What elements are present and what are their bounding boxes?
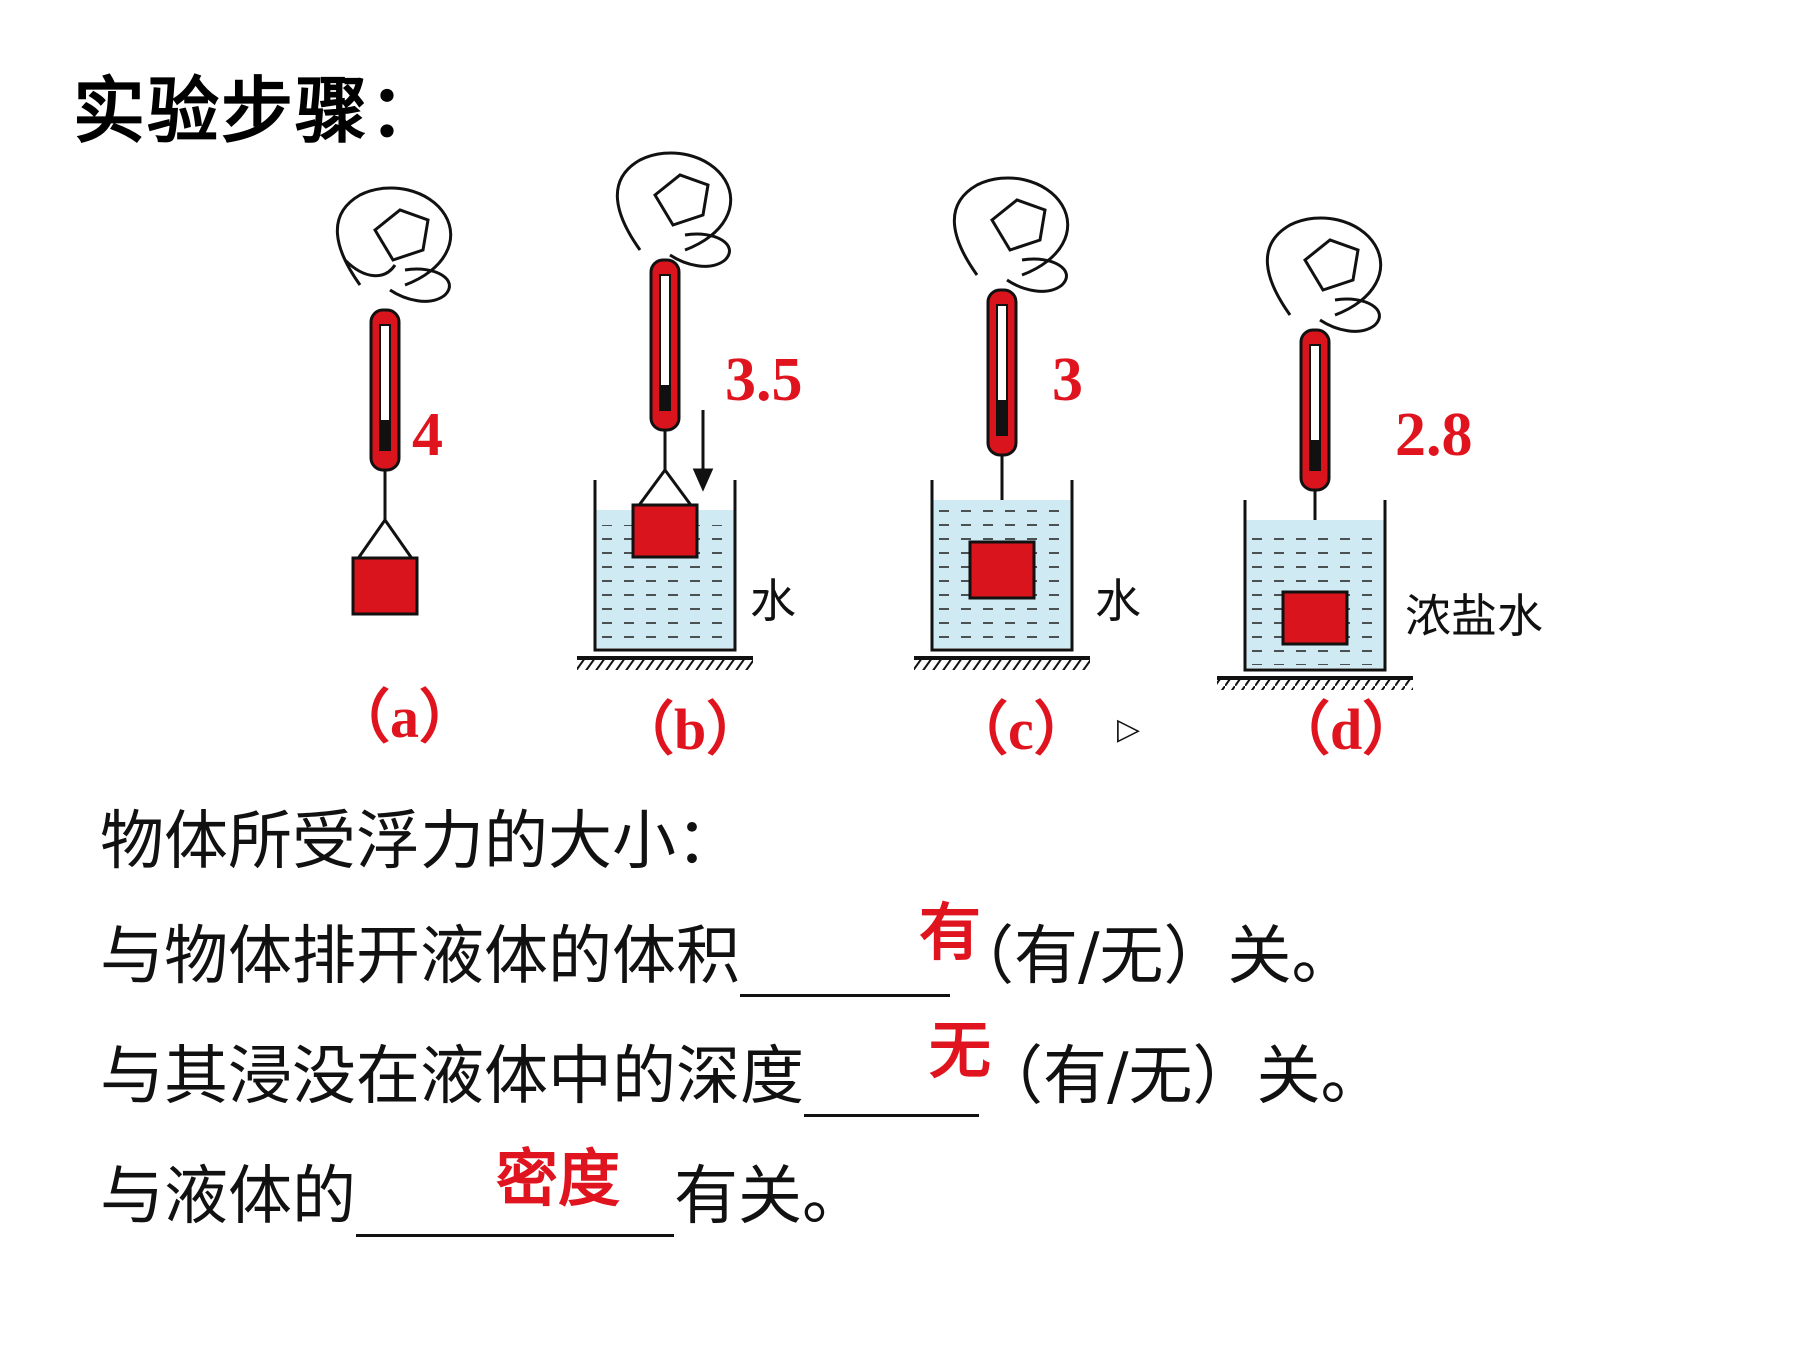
line2-suffix: （有/无）关。 bbox=[979, 1040, 1385, 1114]
spring-scale-icon bbox=[635, 258, 695, 509]
answer-blank-3 bbox=[356, 1160, 674, 1237]
liquid-label-d: 浓盐水 bbox=[1405, 589, 1543, 643]
conclusion-line-1: 与物体排开液体的体积 （有/无）关。 bbox=[100, 905, 1356, 997]
setup-a bbox=[335, 186, 453, 616]
reading-b: 3.5 bbox=[725, 346, 803, 414]
answer-1: 有 bbox=[918, 896, 981, 969]
block-icon bbox=[351, 556, 419, 616]
line2-prefix: 与其浸没在液体中的深度 bbox=[100, 1040, 804, 1114]
reading-c: 3 bbox=[1052, 346, 1083, 414]
spring-scale-icon bbox=[1285, 328, 1345, 596]
answer-blank-2 bbox=[804, 1040, 979, 1117]
line1-prefix: 与物体排开液体的体积 bbox=[100, 920, 740, 994]
block-icon bbox=[631, 503, 699, 559]
setup-d bbox=[1217, 216, 1413, 690]
line1-suffix: （有/无）关。 bbox=[950, 920, 1356, 994]
reading-a: 4 bbox=[412, 401, 443, 469]
setup-b bbox=[577, 151, 753, 670]
block-icon bbox=[1281, 590, 1349, 646]
liquid-label-c: 水 bbox=[1095, 574, 1141, 628]
reading-d: 2.8 bbox=[1395, 401, 1473, 469]
down-arrow-icon bbox=[692, 410, 714, 492]
answer-3: 密度 bbox=[495, 1142, 620, 1215]
line3-prefix: 与液体的 bbox=[100, 1160, 356, 1234]
play-icon[interactable]: ▷ bbox=[1117, 712, 1141, 747]
setup-c bbox=[914, 176, 1090, 670]
spring-scale-icon bbox=[355, 308, 415, 561]
conclusion-line-2: 与其浸没在液体中的深度 （有/无）关。 bbox=[100, 1025, 1385, 1117]
conclusion-heading: 物体所受浮力的大小： bbox=[100, 805, 740, 879]
beaker-icon bbox=[1217, 500, 1413, 690]
hand-icon bbox=[952, 176, 1070, 293]
liquid-label-b: 水 bbox=[750, 574, 796, 628]
caption-a: （a） bbox=[332, 685, 478, 750]
caption-c: （c） bbox=[950, 697, 1092, 762]
answer-2: 无 bbox=[928, 1014, 991, 1087]
caption-d: （d） bbox=[1272, 697, 1421, 762]
block-icon bbox=[968, 540, 1036, 600]
conclusion-line-3: 与液体的 有关。 bbox=[100, 1145, 866, 1237]
answer-blank-1 bbox=[740, 920, 950, 997]
hand-icon bbox=[615, 151, 733, 268]
line3-suffix: 有关。 bbox=[674, 1160, 866, 1234]
hand-icon bbox=[1265, 216, 1383, 333]
beaker-icon bbox=[914, 480, 1090, 670]
page-title: 实验步骤： bbox=[73, 69, 444, 153]
caption-b: （b） bbox=[616, 697, 765, 762]
hand-icon bbox=[335, 186, 453, 303]
